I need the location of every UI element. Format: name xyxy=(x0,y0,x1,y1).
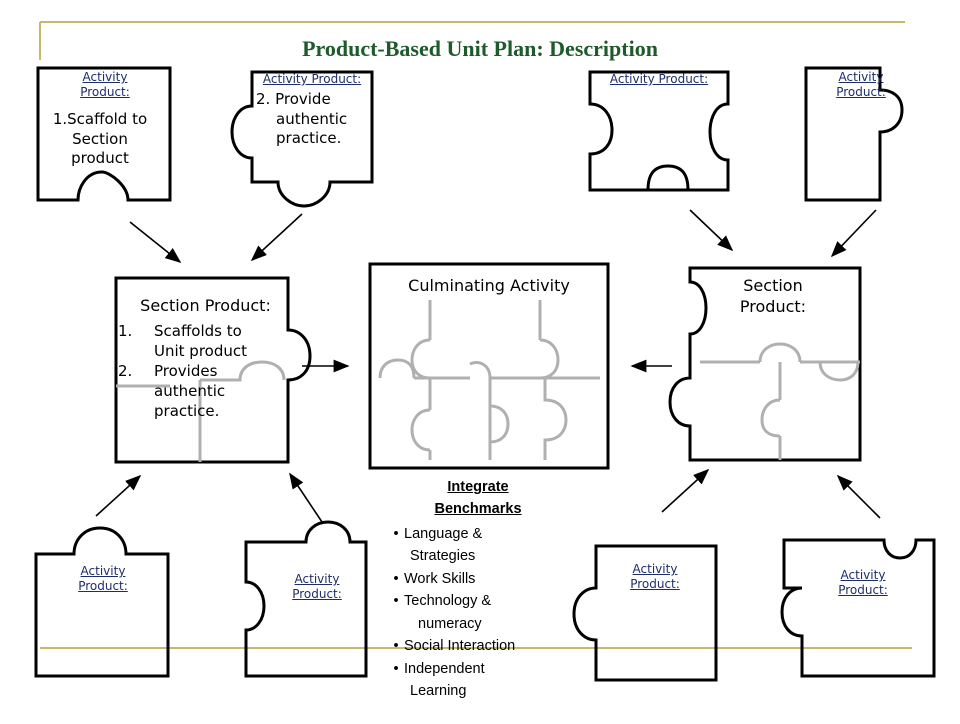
activity-piece-3 xyxy=(588,70,730,192)
activity-4-label: Activity Product: xyxy=(836,70,886,99)
benchmark-item: •Technology & xyxy=(393,593,492,610)
activity-6-label: Activity Product: xyxy=(292,572,342,601)
arrow-a8-to-sectionR xyxy=(836,474,881,519)
arrow-a1-to-sectionL xyxy=(129,221,182,263)
activity-1-text: 1.Scaffold to Section product xyxy=(52,110,148,167)
section-right-label: Section Product: xyxy=(739,276,807,316)
section-left-heading: Section Product: xyxy=(140,296,271,315)
activity-2-label: Activity Product: xyxy=(262,72,362,86)
activity-2-text: 2. Provide authentic practice. xyxy=(256,90,348,147)
arrow-a3-to-sectionR xyxy=(689,209,734,252)
section-piece-right xyxy=(668,266,862,462)
benchmark-item-cont: Strategies xyxy=(410,548,476,565)
benchmark-item: •Language & xyxy=(393,525,483,542)
arrow-a2-to-sectionL xyxy=(250,213,303,262)
benchmark-item-cont: numeracy xyxy=(418,615,482,632)
benchmark-item: •Social Interaction xyxy=(393,638,516,655)
activity-piece-1 xyxy=(36,66,172,202)
arrows xyxy=(95,209,881,523)
activity-7-label: Activity Product: xyxy=(630,562,680,591)
activity-5-label: Activity Product: xyxy=(78,564,128,593)
culminating-activity-label: Culminating Activity xyxy=(408,276,570,295)
activity-piece-5 xyxy=(34,526,170,678)
activity-piece-6 xyxy=(244,520,368,678)
benchmarks-title: Integrate Benchmarks xyxy=(434,479,522,518)
activity-piece-7 xyxy=(572,544,718,682)
culminating-activity-box xyxy=(368,262,610,470)
activity-piece-2 xyxy=(230,70,374,208)
activity-8-label: Activity Product: xyxy=(838,568,888,597)
activity-piece-4 xyxy=(804,66,904,202)
arrow-a6-to-sectionL xyxy=(289,472,323,523)
page-title: Product-Based Unit Plan: Description xyxy=(302,36,658,61)
arrow-a7-to-sectionR xyxy=(661,468,710,513)
benchmark-item: •Work Skills xyxy=(393,570,476,587)
benchmark-item-cont: Learning xyxy=(410,683,467,700)
benchmarks-list: Integrate Benchmarks •Language & Strateg… xyxy=(388,476,568,703)
activity-1-label: Activity Product: xyxy=(80,70,130,99)
section-left-items: 1.Scaffolds to Unit product 2.Provides a… xyxy=(118,322,247,420)
activity-piece-8 xyxy=(780,538,936,678)
benchmark-item: •Independent xyxy=(393,660,485,677)
section-piece-left xyxy=(114,276,312,464)
arrow-a5-to-sectionL xyxy=(95,474,142,517)
activity-3-label: Activity Product: xyxy=(609,72,709,86)
arrow-a4-to-sectionR xyxy=(830,209,877,258)
